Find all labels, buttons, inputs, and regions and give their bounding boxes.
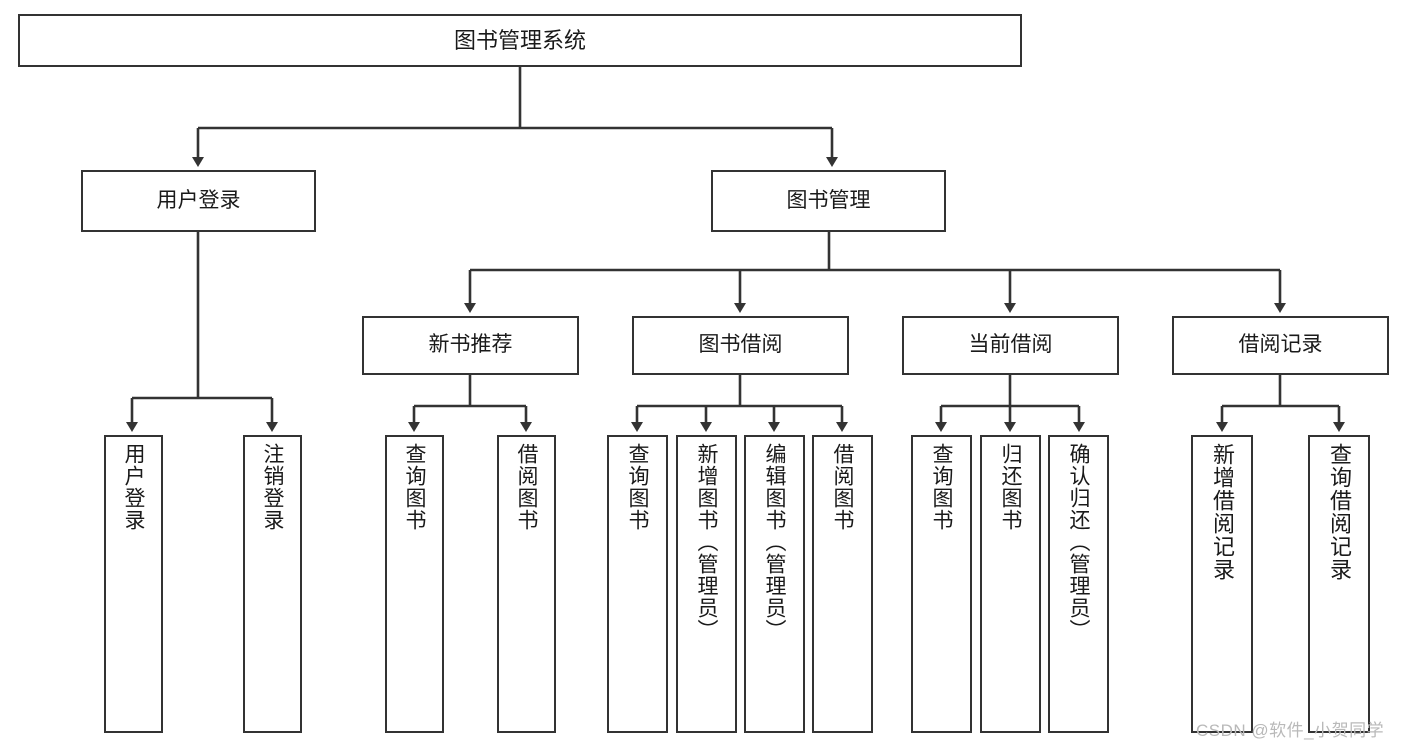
leaf-query-book-recommend[interactable]: 查询图书 <box>385 435 444 733</box>
csdn-watermark: CSDN @软件_小贺同学 <box>1196 721 1385 740</box>
node-book-management[interactable]: 图书管理 <box>711 170 946 232</box>
node-label: 编辑图书（管理员） <box>763 443 786 641</box>
leaf-logout-login[interactable]: 注销登录 <box>243 435 302 733</box>
node-label: 新增借阅记录 <box>1210 443 1235 581</box>
leaf-add-borrow-record[interactable]: 新增借阅记录 <box>1191 435 1253 733</box>
node-label: 用户登录 <box>122 443 145 531</box>
leaf-edit-book-admin[interactable]: 编辑图书（管理员） <box>744 435 805 733</box>
node-root-system[interactable]: 图书管理系统 <box>18 14 1022 67</box>
node-label: 当前借阅 <box>968 333 1053 357</box>
leaf-confirm-return-admin[interactable]: 确认归还（管理员） <box>1048 435 1109 733</box>
node-new-book-recommend[interactable]: 新书推荐 <box>362 316 579 375</box>
leaf-add-book-admin[interactable]: 新增图书（管理员） <box>676 435 737 733</box>
node-label: 查询图书 <box>626 443 649 531</box>
leaf-user-login[interactable]: 用户登录 <box>104 435 163 733</box>
node-label: 新书推荐 <box>428 333 513 357</box>
node-label: 查询借阅记录 <box>1327 443 1352 581</box>
node-label: 图书借阅 <box>698 333 783 357</box>
leaf-query-book-borrow[interactable]: 查询图书 <box>607 435 668 733</box>
node-label: 归还图书 <box>999 443 1022 531</box>
leaf-borrow-book[interactable]: 借阅图书 <box>812 435 873 733</box>
node-current-borrow[interactable]: 当前借阅 <box>902 316 1119 375</box>
node-label: 借阅图书 <box>515 443 538 531</box>
node-label: 确认归还（管理员） <box>1067 443 1090 641</box>
node-label: 用户登录 <box>156 188 241 212</box>
node-label: 图书管理 <box>786 188 871 212</box>
node-label: 新增图书（管理员） <box>695 443 718 641</box>
node-label: 查询图书 <box>930 443 953 531</box>
leaf-return-book[interactable]: 归还图书 <box>980 435 1041 733</box>
node-book-borrow[interactable]: 图书借阅 <box>632 316 849 375</box>
leaf-query-borrow-record[interactable]: 查询借阅记录 <box>1308 435 1370 733</box>
node-label: 借阅图书 <box>831 443 854 531</box>
node-user-login[interactable]: 用户登录 <box>81 170 316 232</box>
node-label: 查询图书 <box>403 443 426 531</box>
leaf-borrow-book-recommend[interactable]: 借阅图书 <box>497 435 556 733</box>
node-borrow-record[interactable]: 借阅记录 <box>1172 316 1389 375</box>
node-label: 借阅记录 <box>1238 333 1323 357</box>
node-label: 注销登录 <box>261 443 284 531</box>
leaf-query-book-current[interactable]: 查询图书 <box>911 435 972 733</box>
node-label: 图书管理系统 <box>453 27 586 53</box>
